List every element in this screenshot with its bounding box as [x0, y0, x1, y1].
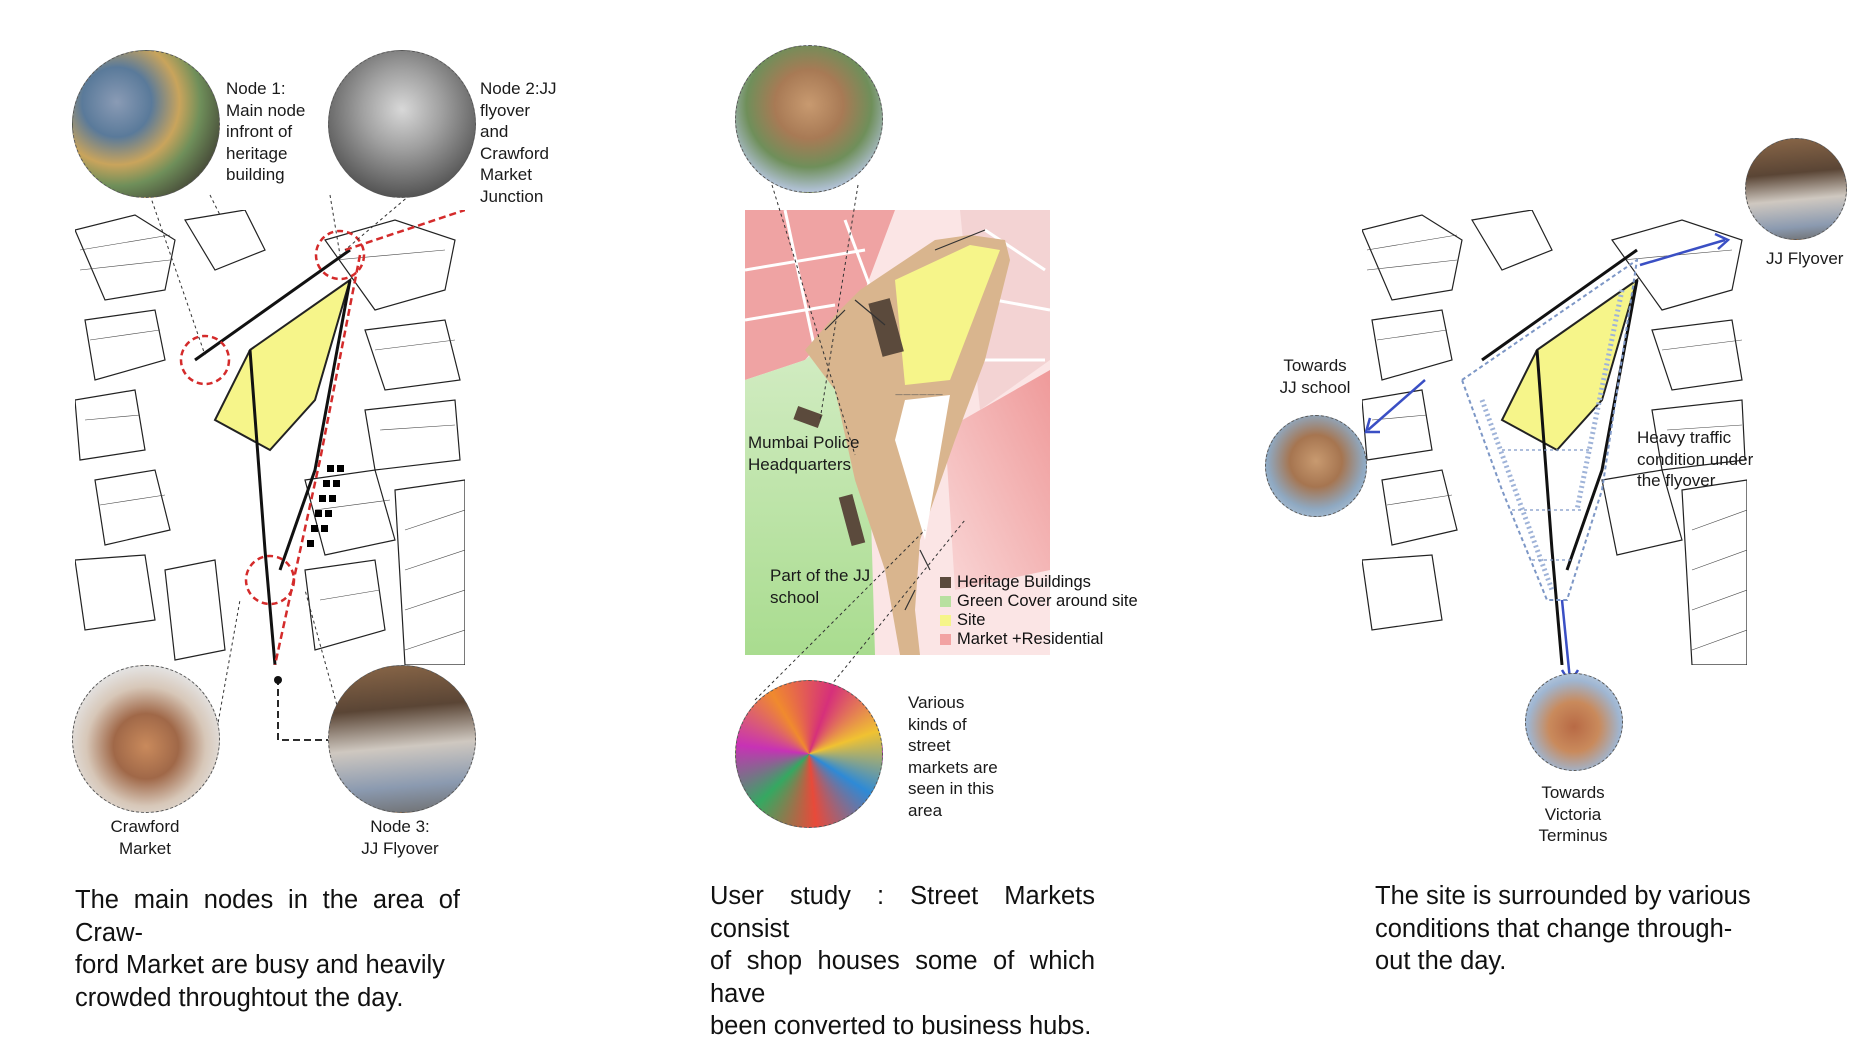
street-markets-label: Various kinds of street markets are seen… — [908, 693, 998, 820]
legend-swatch — [940, 634, 951, 645]
police-hq-label: Mumbai Police Headquarters — [748, 433, 860, 474]
legend-label: Market +Residential — [957, 630, 1104, 648]
user-study-connectors — [754, 184, 966, 706]
photo-street-market — [735, 680, 883, 828]
legend-item-site: Site — [940, 611, 1138, 630]
photo-jj-school — [1265, 415, 1367, 517]
node3-label: Node 3: JJ Flyover — [361, 817, 439, 858]
map-legend: Heritage Buildings Green Cover around si… — [940, 573, 1138, 649]
photo-crawford-market — [72, 665, 220, 813]
jj-school-part-label: Part of the JJ school — [770, 566, 871, 607]
photo-victoria-terminus — [1525, 673, 1623, 771]
site-map-nodes — [75, 210, 465, 665]
legend-label: Site — [957, 611, 986, 629]
photo-jj-flyover — [1745, 138, 1847, 240]
caption-conditions: The site is surrounded by various condit… — [1375, 882, 1751, 975]
node2-label: Node 2:JJ flyover and Crawford Market Ju… — [480, 79, 557, 206]
caption-nodes: The main nodes in the area of Craw- ford… — [75, 886, 460, 1012]
node1-label: Node 1: Main node infront of heritage bu… — [226, 79, 306, 184]
legend-item-green-cover: Green Cover around site — [940, 592, 1138, 611]
heavy-traffic-label: Heavy traffic condition under the flyove… — [1637, 428, 1754, 490]
panel-user-study: —————— Mumbai Police Headquarters Part o… — [690, 0, 1250, 1040]
legend-swatch — [940, 577, 951, 588]
site-map-conditions — [1362, 210, 1747, 665]
caption-user-study: User study : Street Markets consist of s… — [710, 882, 1095, 1040]
legend-label: Heritage Buildings — [957, 573, 1091, 591]
jj-flyover-label: JJ Flyover — [1766, 249, 1844, 268]
legend-swatch — [940, 615, 951, 626]
towards-jj-school-label: Towards JJ school — [1279, 356, 1351, 397]
land-use-map: —————— — [745, 210, 1050, 655]
crawford-label: Crawford Market — [110, 817, 180, 858]
photo-heritage-building — [735, 45, 883, 193]
legend-item-market-residential: Market +Residential — [940, 630, 1138, 649]
photo-node2-junction — [328, 50, 476, 198]
towards-victoria-label: Towards Victoria Terminus — [1538, 783, 1608, 845]
photo-node3-flyover — [328, 665, 476, 813]
panel-conditions: JJ Flyover Towards JJ school Heavy traff… — [1250, 0, 1858, 1036]
legend-item-heritage: Heritage Buildings — [940, 573, 1138, 592]
legend-label: Green Cover around site — [957, 592, 1138, 610]
panel-nodes: Node 1: Main node infront of heritage bu… — [0, 0, 560, 1036]
svg-text:——————: —————— — [895, 390, 943, 399]
photo-node1-heritage — [72, 50, 220, 198]
legend-swatch — [940, 596, 951, 607]
